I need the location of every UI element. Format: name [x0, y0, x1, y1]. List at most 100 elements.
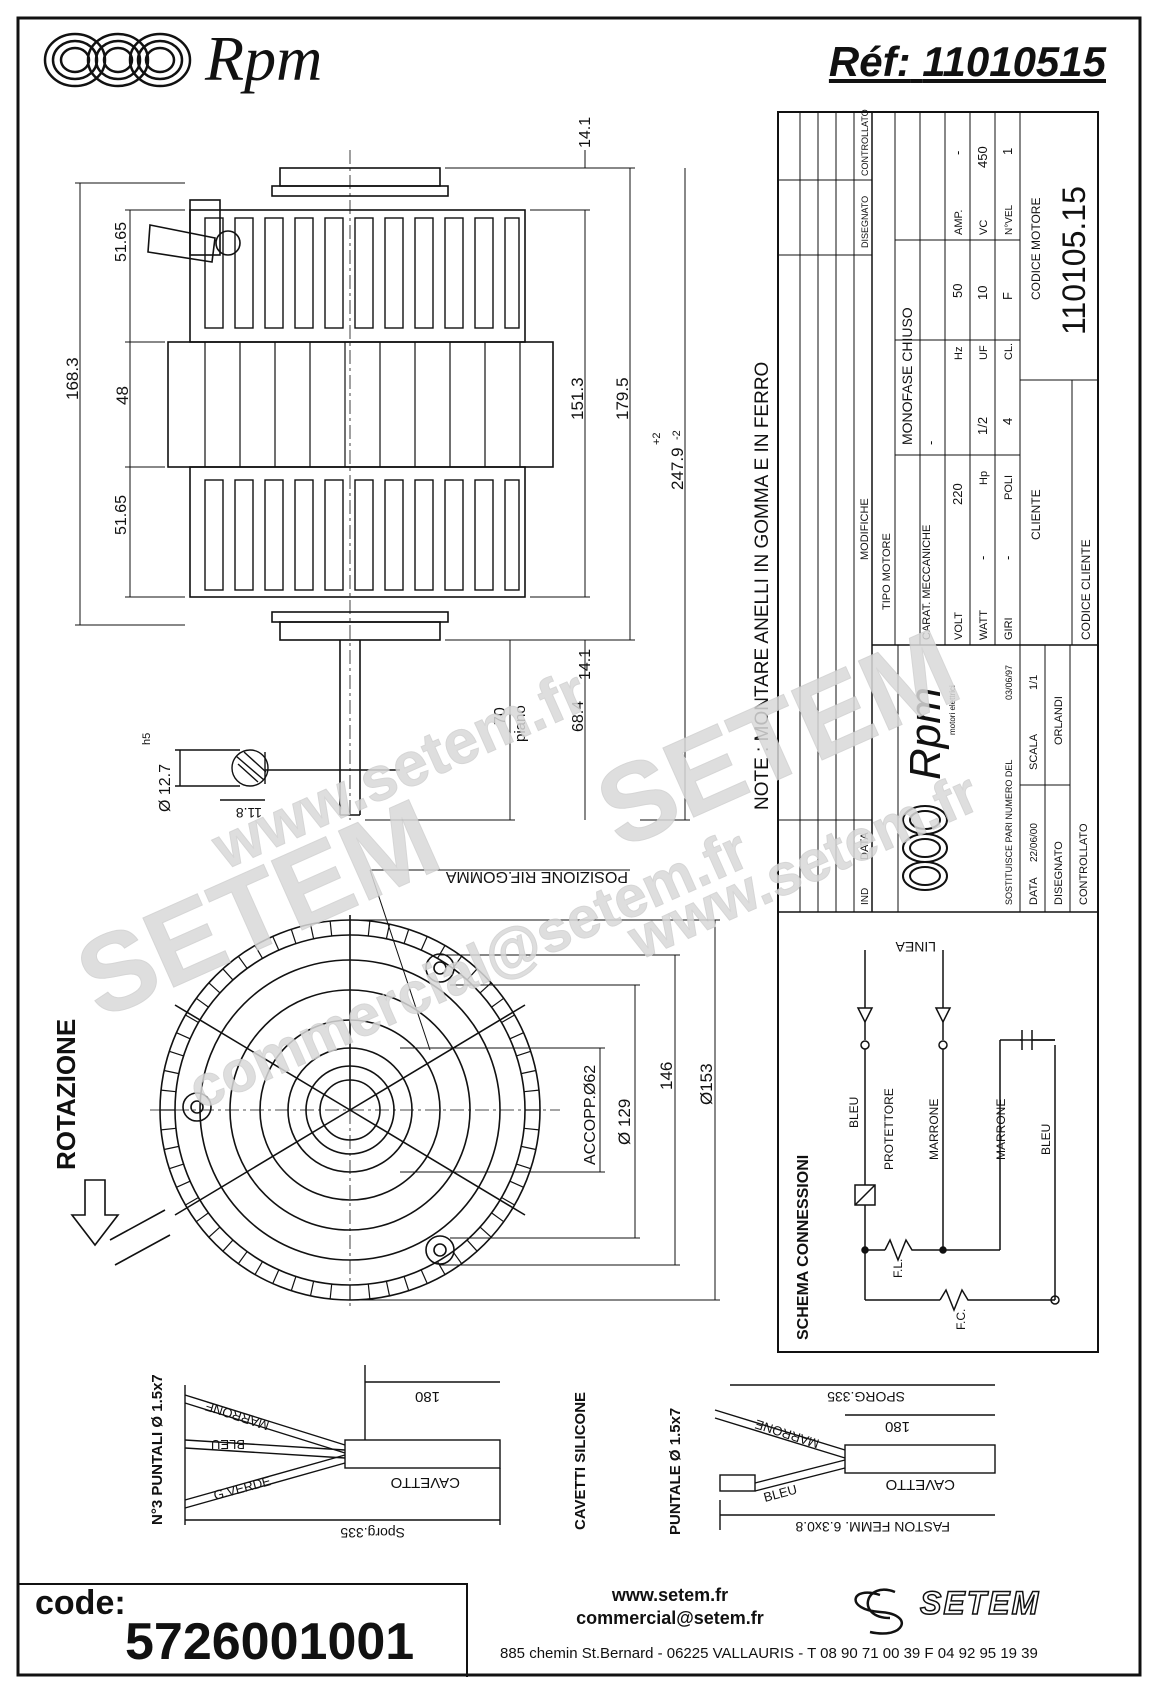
fin-tick — [523, 1089, 540, 1093]
marrone-label-2: MARRONE — [994, 1099, 1008, 1160]
watt-label: WATT — [978, 610, 990, 640]
cl-label: CL. — [1003, 343, 1015, 360]
fin-tick — [160, 1089, 177, 1093]
cables-left-marrone: MARRONE — [203, 1399, 271, 1434]
carat-value: - — [923, 441, 938, 445]
fin-tick — [309, 1281, 315, 1296]
fin-tick — [290, 1276, 297, 1291]
bleu-label-1: BLEU — [847, 1097, 861, 1128]
shaft-diameter: Ø 12.7 — [157, 764, 174, 812]
schema-title: SCHEMA CONNESSIONI — [795, 1155, 812, 1340]
cables-left-drawing — [184, 1365, 501, 1525]
brand-logo-text: Rpm — [205, 23, 323, 94]
uf-value: 10 — [975, 286, 990, 300]
dim-129: Ø 129 — [615, 1099, 634, 1145]
fin-tick — [185, 1014, 199, 1024]
sostituisce-label: SOSTITUISCE PARI NUMERO DEL — [1004, 760, 1014, 905]
nvel-label: N°VEL — [1004, 204, 1015, 235]
fin-tick — [329, 1283, 333, 1300]
fin-tick — [436, 1261, 446, 1275]
dim-168-3: 168.3 — [63, 357, 82, 400]
footer-website-link[interactable]: www.setem.fr — [611, 1585, 729, 1605]
fin-tick — [452, 955, 463, 969]
fin-tick — [516, 1050, 531, 1057]
fin-tick — [521, 1145, 536, 1151]
dim-146: 146 — [657, 1062, 676, 1090]
fin-tick — [185, 1196, 199, 1206]
shaft-tolerance: h5 — [141, 733, 153, 745]
front-dimensions — [350, 869, 720, 1301]
fin-tick — [491, 1212, 505, 1223]
fin-tick — [466, 1239, 478, 1252]
dim-51-65-top: 51.65 — [113, 222, 130, 262]
fin-tick — [385, 1281, 391, 1296]
cables-left-sporg: Sporg.335 — [340, 1525, 405, 1541]
vc-value: 450 — [975, 146, 990, 168]
rev-header-modifiche: MODIFICHE — [859, 498, 871, 560]
rev-header-data: DATA — [859, 832, 871, 860]
title-block — [777, 111, 1099, 1353]
wiring-schema — [854, 950, 1060, 1313]
poli-label: POLI — [1003, 475, 1015, 500]
code-label: code: — [35, 1584, 126, 1622]
sostituisce-date: 03/06/97 — [1004, 665, 1014, 700]
fin-tick — [521, 1069, 536, 1075]
sheet-border — [16, 16, 1142, 1677]
volt-value: 220 — [950, 483, 965, 505]
tipo-motore: MONOFASE CHIUSO — [899, 307, 915, 445]
vc-label: VC — [978, 220, 990, 235]
ref-label: Réf: — [828, 38, 911, 85]
cables-left-title: N°3 PUNTALI Ø 1.5x7 — [149, 1374, 166, 1525]
fin-tick — [272, 936, 280, 951]
ref-value: 11010515 — [922, 38, 1106, 85]
fin-tick — [254, 1261, 264, 1275]
marrone-label-1: MARRONE — [927, 1099, 941, 1160]
giri-value: - — [1000, 556, 1015, 560]
fin-tick — [208, 1226, 221, 1238]
fin-tick — [501, 1196, 515, 1206]
footer-email-link[interactable]: commercial@setem.fr — [576, 1608, 764, 1628]
dim-151-3: 151.3 — [568, 377, 587, 420]
disegnato-value: ORLANDI — [1053, 696, 1065, 745]
dim-247-tol-minus: -2 — [671, 430, 683, 440]
watt-value: - — [975, 556, 990, 560]
dim-247-tol-plus: +2 — [651, 432, 663, 445]
hz-label: Hz — [953, 347, 965, 360]
drawing-labels: 14.1 51.65 168.3 48 51.65 151.3 179.5 24… — [51, 109, 1093, 1541]
fin-tick — [367, 920, 371, 937]
scala-value: 1/1 — [1028, 675, 1040, 690]
fin-tick — [420, 1269, 428, 1284]
hp-label: Hp — [978, 471, 990, 485]
carat-label: CARAT. MECCANICHE — [921, 525, 933, 640]
controllato-label: CONTROLLATO — [1078, 823, 1090, 905]
fin-tick — [160, 1127, 177, 1131]
dim-247-9: 247.9 — [668, 447, 687, 490]
tipo-motore-label: TIPO MOTORE — [881, 533, 893, 610]
dim-piano: piano — [512, 705, 529, 742]
cables-right-drawing — [714, 1384, 996, 1530]
coil-logo-icon — [43, 32, 192, 88]
fin-tick — [222, 968, 234, 981]
bleu-label-2: BLEU — [1039, 1124, 1053, 1155]
reference-number: Réf: 11010515 — [829, 38, 1106, 86]
assembly-note: NOTE : MONTARE ANELLI IN GOMMA E IN FERR… — [752, 362, 773, 810]
fin-tick — [403, 929, 410, 944]
cables-left-cavetto: CAVETTO — [391, 1474, 460, 1491]
fin-tick — [403, 1276, 410, 1291]
side-dimensions — [75, 150, 690, 821]
watermarks: www.setem.fr SETEM commercial@setem.fr S… — [59, 605, 988, 1122]
cables-right-title: PUNTALE Ø 1.5x7 — [667, 1408, 684, 1535]
setem-swirl-icon — [854, 1588, 903, 1635]
fin-tick — [169, 1050, 184, 1057]
cables-right-faston: FASTON FEMM. 6.3x0.8 — [795, 1519, 950, 1535]
front-fin-ticks — [160, 920, 540, 1300]
title-coil-logo-icon — [902, 805, 948, 891]
dim-14-1-top: 14.1 — [577, 117, 594, 148]
fin-tick — [164, 1069, 179, 1075]
fin-tick — [523, 1127, 540, 1131]
fin-tick — [436, 945, 446, 959]
fin-tick — [164, 1145, 179, 1151]
fin-tick — [329, 920, 333, 937]
fin-tick — [169, 1163, 184, 1170]
fin-tick — [195, 997, 209, 1008]
